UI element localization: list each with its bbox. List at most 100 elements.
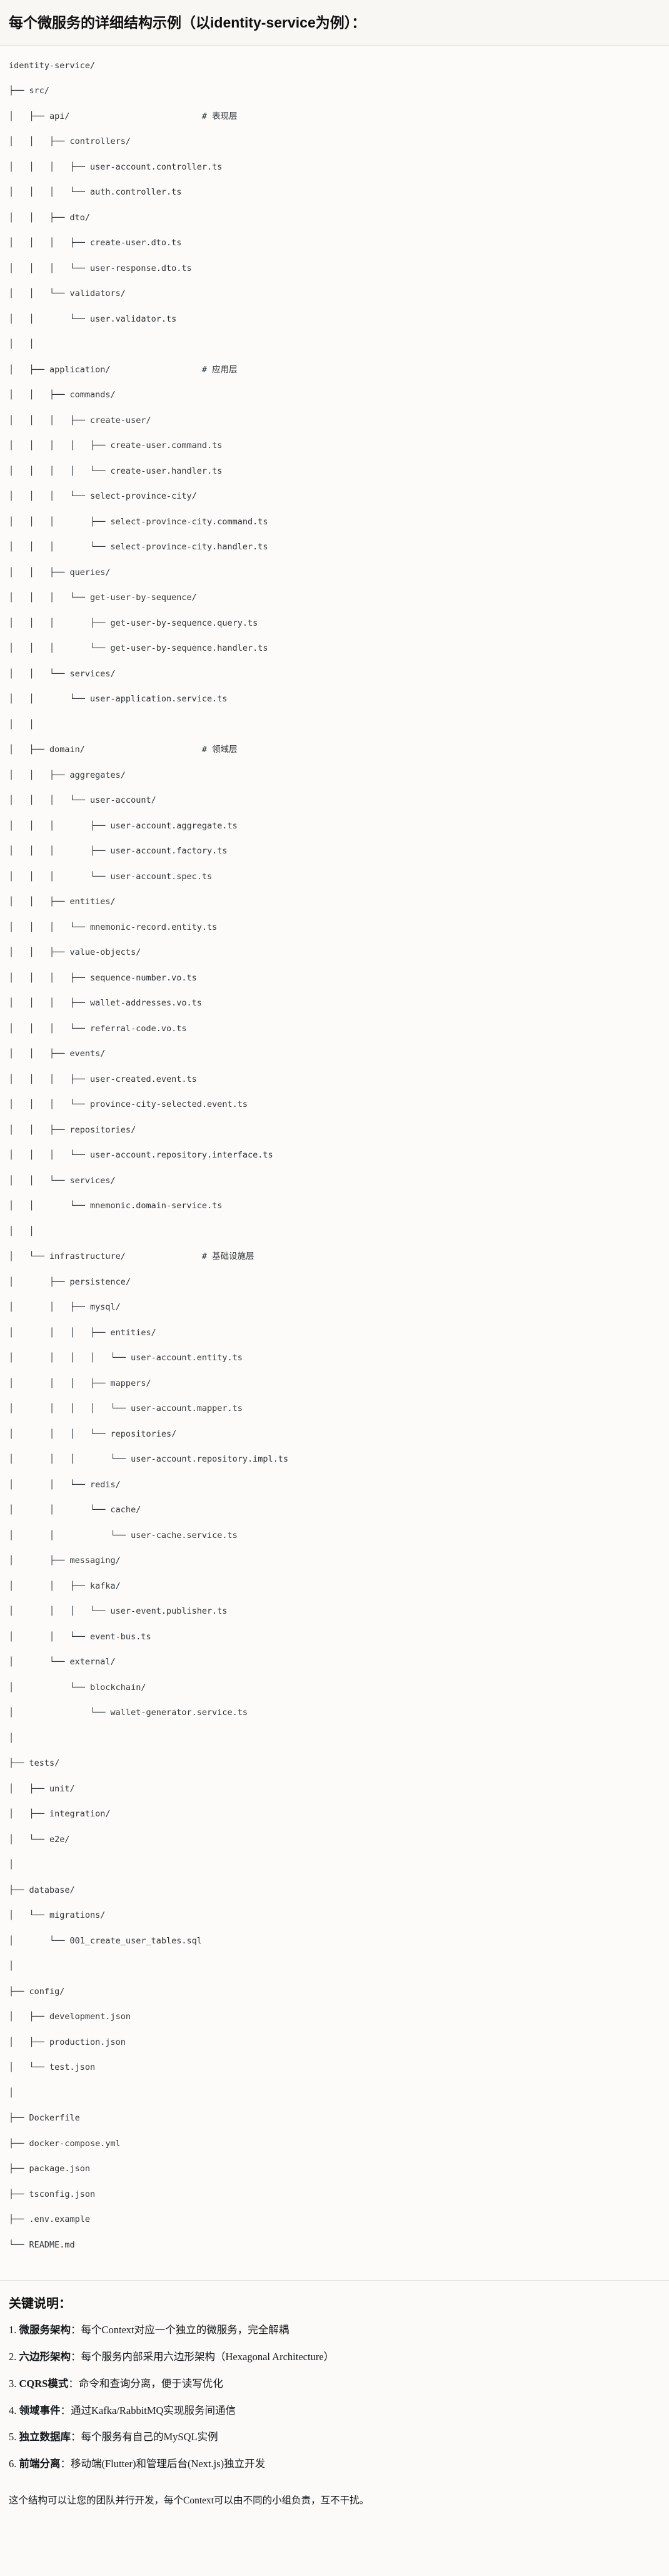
tree-line: │ │ └── services/ — [9, 1175, 116, 1186]
tree-line: │ │ ├── queries/ — [9, 567, 111, 578]
key-note-text: ：每个服务内部采用六边形架构（Hexagonal Architecture） — [71, 2351, 334, 2363]
key-note-lead: 领域事件 — [19, 2404, 61, 2416]
tree-line: │ │ └── user-cache.service.ts — [9, 1530, 238, 1540]
tree-line: │ └── blockchain/ — [9, 1682, 146, 1693]
key-note-item: 4. 领域事件：通过Kafka/RabbitMQ实现服务间通信 — [9, 2403, 660, 2419]
tree-line: │ │ │ ├── user-account.aggregate.ts — [9, 820, 238, 831]
tree-line: │ │ │ ├── user-account.controller.ts — [9, 161, 223, 172]
tree-line: │ │ │ ├── user-account.factory.ts — [9, 846, 228, 857]
tree-line: │ │ ├── commands/ — [9, 390, 116, 400]
tree-line: │ │ └── user-application.service.ts — [9, 694, 228, 705]
tree-line: │ │ ├── kafka/ — [9, 1581, 121, 1591]
tree-line: └── README.md — [9, 2239, 75, 2250]
tree-line: │ └── migrations/ — [9, 1910, 106, 1921]
key-note-text: ：通过Kafka/RabbitMQ实现服务间通信 — [60, 2404, 236, 2416]
tree-line: │ │ └── redis/ — [9, 1479, 121, 1490]
tree-line: │ ├── unit/ — [9, 1783, 75, 1794]
tree-line: │ │ ├── aggregates/ — [9, 770, 126, 780]
tree-line: │ │ │ └── get-user-by-sequence/ — [9, 593, 197, 603]
tree-line: ├── src/ — [9, 86, 50, 96]
tree-line: ├── docker-compose.yml — [9, 2138, 121, 2149]
tree-line: │ └── wallet-generator.service.ts — [9, 1708, 248, 1718]
tree-line: │ │ └── user.validator.ts — [9, 313, 177, 324]
tree-line: │ ├── messaging/ — [9, 1555, 121, 1566]
key-note-lead: 微服务架构 — [19, 2324, 71, 2336]
key-note-item: 3. CQRS模式：命令和查询分离，便于读写优化 — [9, 2376, 660, 2392]
tree-line: │ │ │ └── province-city-selected.event.t… — [9, 1099, 248, 1110]
key-note-lead: 六边形架构 — [19, 2351, 71, 2363]
tree-line: │ │ │ ├── create-user.dto.ts — [9, 238, 182, 248]
key-note-text: ：命令和查询分离，便于读写优化 — [68, 2377, 223, 2390]
key-note-number: 5. — [9, 2431, 19, 2443]
directory-tree: identity-service/ ├── src/ │ ├── api/ # … — [9, 59, 660, 2264]
tree-line: │ — [9, 2087, 14, 2098]
tree-line: │ │ │ └── get-user-by-sequence.handler.t… — [9, 643, 268, 654]
tree-line: ├── tests/ — [9, 1758, 60, 1769]
page-title: 每个微服务的详细结构示例（以identity-service为例）： — [9, 14, 366, 31]
tree-line: ├── config/ — [9, 1986, 65, 1997]
key-notes-title: 关键说明： — [9, 2297, 71, 2311]
tree-line: │ ├── integration/ — [9, 1809, 111, 1820]
key-note-lead: 前端分离 — [19, 2458, 61, 2470]
tree-line: │ │ │ │ └── create-user.handler.ts — [9, 466, 223, 476]
key-note-text: ：每个Context对应一个独立的微服务，完全解耦 — [71, 2324, 289, 2336]
tree-line: │ │ │ └── user-account/ — [9, 795, 156, 806]
key-notes-list: 1. 微服务架构：每个Context对应一个独立的微服务，完全解耦 2. 六边形架… — [9, 2323, 660, 2472]
tree-line: │ │ │ ├── mappers/ — [9, 1378, 151, 1388]
key-note-number: 1. — [9, 2324, 19, 2336]
tree-line: ├── .env.example — [9, 2214, 91, 2225]
tree-line: │ │ └── services/ — [9, 668, 116, 679]
key-note-number: 3. — [9, 2377, 19, 2390]
tree-line: │ ├── persistence/ — [9, 1276, 131, 1287]
tree-line: │ │ │ └── user-event.publisher.ts — [9, 1606, 228, 1617]
closing-paragraph: 这个结构可以让您的团队并行开发，每个Context可以由不同的小组负责，互不干扰… — [0, 2489, 669, 2525]
key-note-text: ：每个服务有自己的MySQL实例 — [71, 2431, 218, 2443]
tree-line: │ │ │ │ └── user-account.mapper.ts — [9, 1403, 243, 1414]
tree-line: │ │ — [9, 339, 34, 350]
key-note-item: 2. 六边形架构：每个服务内部采用六边形架构（Hexagonal Archite… — [9, 2349, 660, 2365]
key-note-item: 5. 独立数据库：每个服务有自己的MySQL实例 — [9, 2430, 660, 2445]
tree-line: │ │ ├── entities/ — [9, 897, 116, 907]
tree-line: │ └── 001_create_user_tables.sql — [9, 1935, 202, 1946]
tree-line: │ │ │ │ ├── create-user.command.ts — [9, 440, 223, 451]
tree-line: │ │ │ ├── create-user/ — [9, 415, 151, 425]
tree-line: │ ├── production.json — [9, 2037, 126, 2047]
tree-line: │ ├── domain/ # 领域层 — [9, 745, 238, 755]
tree-line: │ │ └── mnemonic.domain-service.ts — [9, 1201, 223, 1211]
key-note-lead: CQRS模式 — [19, 2377, 69, 2390]
tree-line: │ │ └── validators/ — [9, 288, 126, 299]
key-note-number: 4. — [9, 2404, 19, 2416]
tree-line: │ ├── development.json — [9, 2012, 131, 2022]
tree-line: │ │ │ └── select-province-city.handler.t… — [9, 542, 268, 552]
tree-line: │ └── e2e/ — [9, 1834, 70, 1845]
tree-line: │ │ │ │ └── user-account.entity.ts — [9, 1353, 243, 1363]
tree-line: │ │ ├── events/ — [9, 1049, 106, 1059]
tree-line: │ │ ├── repositories/ — [9, 1124, 136, 1135]
tree-line: │ │ │ ├── get-user-by-sequence.query.ts — [9, 618, 258, 628]
tree-line: │ │ ├── controllers/ — [9, 136, 131, 147]
tree-line: │ │ — [9, 1226, 34, 1236]
tree-line: ├── Dockerfile — [9, 2113, 80, 2124]
key-note-text: ：移动端(Flutter)和管理后台(Next.js)独立开发 — [60, 2458, 266, 2470]
tree-line: │ — [9, 1961, 14, 1972]
tree-line: │ — [9, 1860, 14, 1870]
tree-line: ├── database/ — [9, 1885, 75, 1895]
tree-line: │ │ ├── dto/ — [9, 212, 91, 223]
key-note-item: 6. 前端分离：移动端(Flutter)和管理后台(Next.js)独立开发 — [9, 2456, 660, 2472]
tree-line: │ │ │ └── user-account.repository.impl.t… — [9, 1454, 289, 1465]
tree-line: │ ├── application/ # 应用层 — [9, 364, 238, 375]
key-note-number: 6. — [9, 2458, 19, 2470]
tree-line: │ │ │ └── user-account.repository.interf… — [9, 1150, 273, 1161]
tree-line: │ └── infrastructure/ # 基础设施层 — [9, 1251, 254, 1262]
tree-line: ├── package.json — [9, 2164, 91, 2174]
tree-line: │ │ ├── mysql/ — [9, 1302, 121, 1313]
tree-line: │ │ — [9, 719, 34, 730]
tree-line: │ │ └── event-bus.ts — [9, 1631, 151, 1642]
tree-line: │ │ │ └── mnemonic-record.entity.ts — [9, 922, 218, 932]
tree-line: │ │ │ ├── sequence-number.vo.ts — [9, 972, 197, 983]
tree-line: │ │ │ ├── entities/ — [9, 1327, 156, 1338]
tree-line: │ │ │ └── user-account.spec.ts — [9, 871, 213, 882]
tree-line: │ — [9, 1733, 14, 1743]
tree-line: │ │ │ ├── select-province-city.command.t… — [9, 516, 268, 527]
